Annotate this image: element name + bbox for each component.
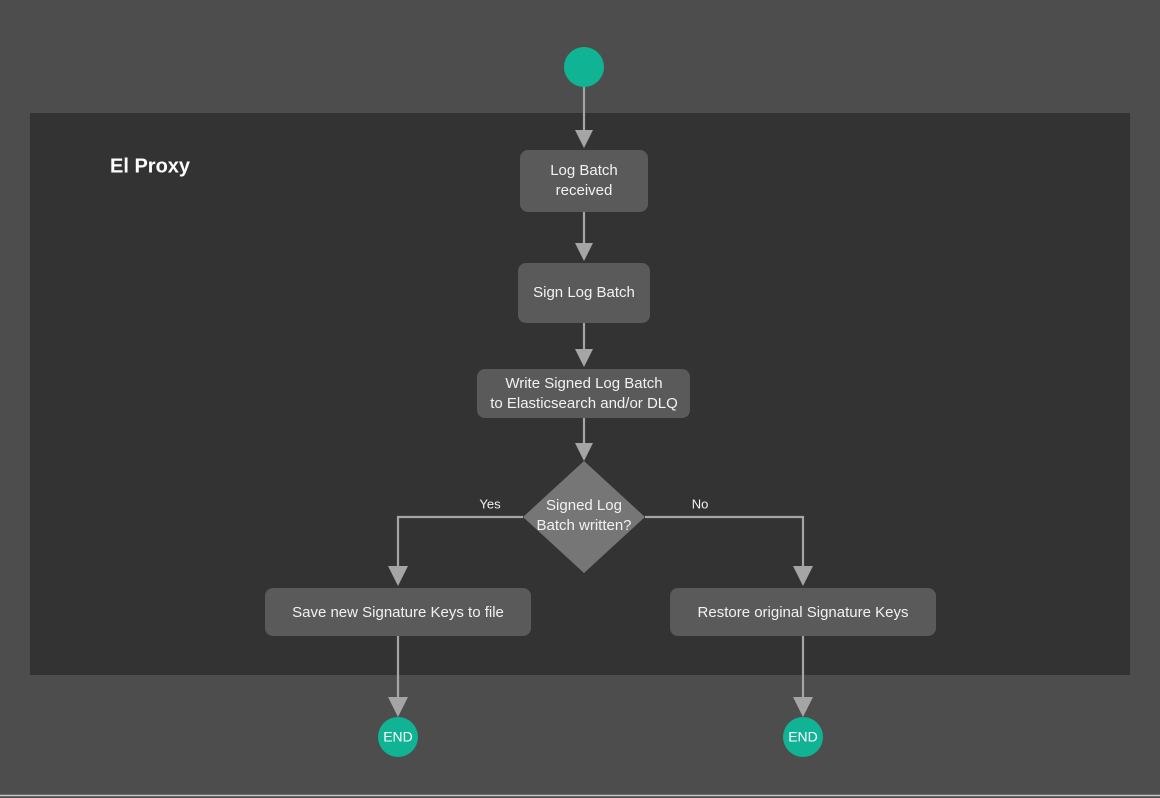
node-end-right[interactable]: END: [783, 717, 823, 757]
edge-write-to-decision: [575, 418, 593, 461]
edge-label-no: No: [692, 496, 709, 511]
edge-start-to-log-batch: [575, 87, 593, 148]
edge-decision-yes: [388, 515, 523, 586]
node-restore-original-signature-keys-label: Restore original Signature Keys: [698, 604, 909, 621]
node-end-left-label: END: [383, 729, 413, 745]
edge-log-batch-to-sign: [575, 212, 593, 261]
node-end-right-label: END: [788, 729, 818, 745]
node-restore-original-signature-keys[interactable]: Restore original Signature Keys: [670, 588, 936, 636]
node-signed-log-batch-written[interactable]: Signed Log Batch written?: [523, 461, 645, 573]
node-save-new-signature-keys-label: Save new Signature Keys to file: [292, 604, 504, 621]
node-write-signed-log-batch[interactable]: Write Signed Log Batch to Elasticsearch …: [477, 369, 690, 418]
node-write-signed-log-batch-line-2: to Elasticsearch and/or DLQ: [490, 395, 678, 412]
edge-restore-to-end: [793, 636, 813, 717]
edge-sign-to-write: [575, 323, 593, 367]
node-log-batch-received-line-1: Log Batch: [550, 162, 618, 179]
node-save-new-signature-keys[interactable]: Save new Signature Keys to file: [265, 588, 531, 636]
node-sign-log-batch-label: Sign Log Batch: [533, 284, 635, 301]
edge-label-yes: Yes: [479, 496, 501, 511]
node-sign-log-batch[interactable]: Sign Log Batch: [518, 263, 650, 323]
edge-save-to-end: [388, 636, 408, 717]
node-decision-line-2: Batch written?: [536, 517, 631, 534]
node-write-signed-log-batch-line-1: Write Signed Log Batch: [505, 375, 662, 392]
edge-decision-no: [645, 515, 813, 586]
node-log-batch-received-line-2: received: [556, 182, 613, 199]
node-end-left[interactable]: END: [378, 717, 418, 757]
cluster-title: El Proxy: [110, 155, 191, 177]
node-log-batch-received[interactable]: Log Batch received: [520, 150, 648, 212]
node-decision-line-1: Signed Log: [546, 497, 622, 514]
node-start[interactable]: [564, 47, 604, 87]
